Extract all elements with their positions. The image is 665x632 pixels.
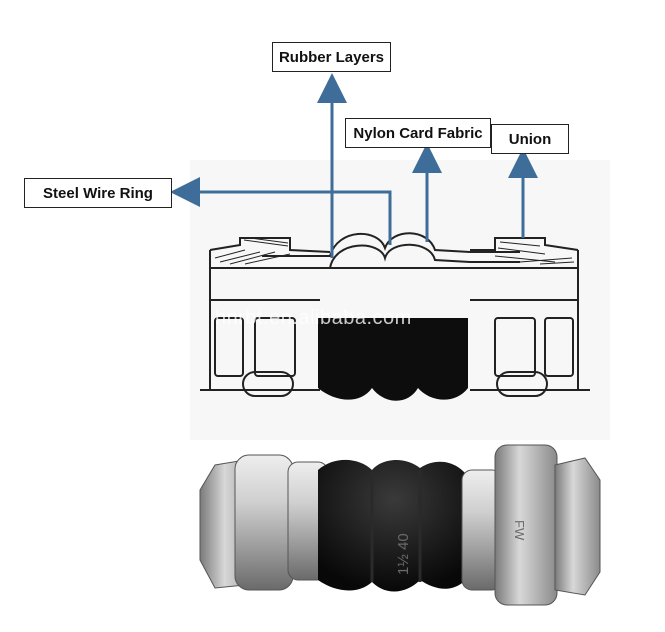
right-union-hatching bbox=[494, 241, 575, 265]
label-union: Union bbox=[491, 124, 569, 154]
steel-wire-arrow bbox=[170, 177, 392, 245]
watermark-text: hnrbt.en.alibaba.com bbox=[215, 307, 412, 329]
rubber-bellows-section bbox=[318, 318, 468, 401]
label-rubber-layers: Rubber Layers bbox=[272, 42, 391, 72]
callout-arrows bbox=[170, 73, 538, 258]
label-steel-wire-ring: Steel Wire Ring bbox=[24, 178, 172, 208]
rubber-bellows-outline bbox=[260, 243, 520, 269]
product-photo: FW bbox=[199, 444, 601, 606]
label-nylon-card-fabric: Nylon Card Fabric bbox=[345, 118, 491, 148]
cross-section-drawing bbox=[200, 232, 590, 397]
svg-text:FW: FW bbox=[512, 520, 527, 541]
